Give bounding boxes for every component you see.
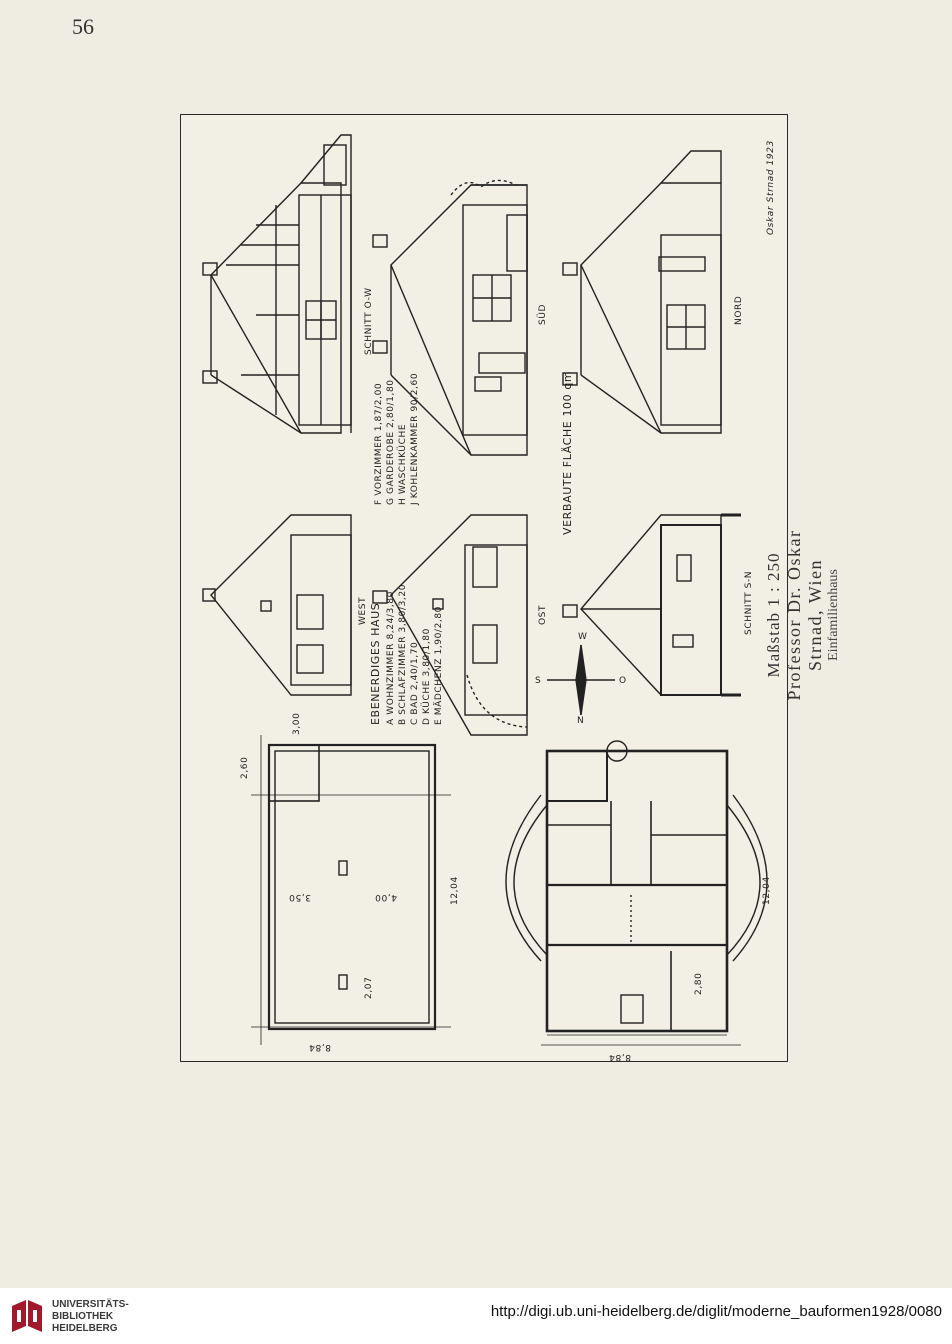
east-elevation-drawing xyxy=(372,514,528,736)
west-elevation-drawing xyxy=(202,514,352,696)
signature: Oskar Strnad 1923 xyxy=(766,140,776,235)
legend-left-title: EBENERDIGES HAUS xyxy=(369,603,382,725)
university-logo-icon[interactable] xyxy=(8,1296,48,1336)
dimension-label: 2,80 xyxy=(694,973,704,995)
compass-s: S xyxy=(535,676,541,686)
caption-scale: Maßstab 1 : 250 xyxy=(764,552,783,678)
label-schnitt-o-w: SCHNITT O-W xyxy=(364,287,374,355)
dimension-label: 4,00 xyxy=(375,892,397,902)
logo-line: UNIVERSITÄTS- xyxy=(52,1299,129,1310)
north-elevation-drawing xyxy=(562,150,722,434)
drawings-svg: SCHNITT O-W SÜD NORD WEST OST SCHNITT S-… xyxy=(202,134,776,1061)
legend-right-item: H WASCHKÜCHE xyxy=(397,424,408,505)
legend-left-item: D KÜCHE 3,80/1,80 xyxy=(421,628,432,725)
legend-left-item: C BAD 2,40/1,70 xyxy=(410,642,420,725)
legend-right-item: J KOHLENKAMMER 90/2,60 xyxy=(410,373,420,506)
legend-left-item: B SCHLAFZIMMER 3,80/3,20 xyxy=(398,584,408,725)
plate-caption: Maßstab 1 : 250 Professor Dr. Oskar Strn… xyxy=(764,510,842,720)
ground-floor-plan-drawing xyxy=(505,740,768,1046)
dimension-label: 2,60 xyxy=(240,757,250,779)
dimension-label: 8,84 xyxy=(309,1042,331,1052)
dimension-label: 8,84 xyxy=(609,1052,631,1061)
section-s-n-drawing xyxy=(562,513,741,697)
compass-n: N xyxy=(577,716,584,726)
dimension-label: 2,07 xyxy=(364,977,374,999)
dimension-label: 3,00 xyxy=(292,713,302,735)
dimension-label: 12,04 xyxy=(450,876,460,905)
south-elevation-drawing xyxy=(372,179,528,456)
caption-author: Professor Dr. Oskar Strnad, Wien xyxy=(784,529,825,701)
legend-left-item: E MÄDCHENZ 1,90/2,80 xyxy=(433,606,444,725)
logo-line: BIBLIOTHEK xyxy=(52,1311,114,1322)
dimension-label: 3,50 xyxy=(289,892,311,902)
architectural-plate: SCHNITT O-W SÜD NORD WEST OST SCHNITT S-… xyxy=(180,114,788,1062)
legend-right-item: G GARDEROBE 2,80/1,80 xyxy=(386,379,396,505)
label-west: WEST xyxy=(358,597,368,625)
basement-plan-drawing xyxy=(251,735,451,1045)
label-ost: OST xyxy=(538,605,548,625)
caption-subtitle: Einfamilienhaus xyxy=(826,569,841,661)
logo-line: HEIDELBERG xyxy=(52,1323,118,1334)
section-o-w-drawing xyxy=(202,134,352,434)
source-url-link[interactable]: http://digi.ub.uni-heidelberg.de/diglit/… xyxy=(490,1303,942,1320)
compass-w: W xyxy=(578,632,588,642)
page-number: 56 xyxy=(72,14,94,39)
legend-right-item: F VORZIMMER 1,87/2,00 xyxy=(374,383,384,505)
label-schnitt-s-n: SCHNITT S-N xyxy=(744,571,754,635)
university-logo-text[interactable]: UNIVERSITÄTS- BIBLIOTHEK HEIDELBERG xyxy=(52,1299,129,1335)
label-verbaute-flaeche: VERBAUTE FLÄCHE 100 qm xyxy=(561,371,574,535)
compass-o: O xyxy=(619,676,627,686)
compass-rose xyxy=(547,644,615,716)
legend-left-item: A WOHNZIMMER 8,24/3,80 xyxy=(386,591,396,725)
label-sued: SÜD xyxy=(537,304,548,325)
dimension-label: 12,04 xyxy=(762,876,772,905)
footer-bar: UNIVERSITÄTS- BIBLIOTHEK HEIDELBERG http… xyxy=(0,1288,952,1344)
label-nord: NORD xyxy=(734,296,744,325)
